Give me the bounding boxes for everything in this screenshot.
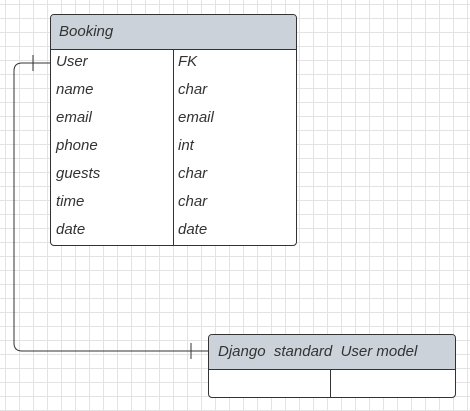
field-name: name [56,81,94,98]
field-type: char [178,193,208,210]
field-type: char [178,165,208,182]
field-name: date [56,221,86,238]
field-name: guests [56,165,101,182]
field-type: email [178,109,214,126]
column-divider [330,370,331,397]
django-user-entity[interactable]: Django standard User model [208,334,456,398]
field-name: phone [56,137,98,154]
field-name: time [56,193,85,210]
field-type: int [178,137,194,154]
booking-entity[interactable]: Booking User FK name char email email ph… [50,14,297,246]
field-name: email [56,109,92,126]
booking-entity-title: Booking [51,15,296,50]
django-user-entity-title: Django standard User model [209,335,455,370]
field-type: char [178,81,208,98]
field-type: date [178,221,208,238]
column-divider [173,50,174,245]
relationship-line [13,62,208,352]
field-name: User [56,53,88,70]
field-type: FK [178,53,198,70]
